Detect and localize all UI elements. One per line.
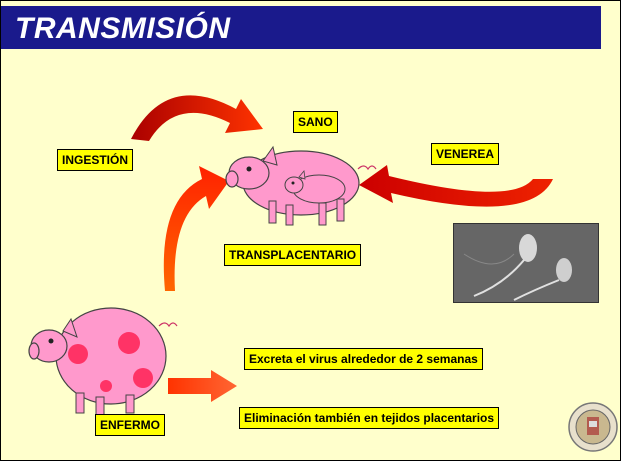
arrow-transplacentario (163, 166, 229, 291)
microscope-photo (453, 223, 599, 303)
pig-sick-icon (28, 307, 178, 416)
pig-healthy-icon (225, 145, 377, 226)
label-eliminacion: Eliminación también en tejidos placentar… (239, 407, 500, 429)
label-ingestion: INGESTIÓN (57, 149, 134, 171)
microscope-image-icon (454, 224, 598, 302)
arrow-ingestion (131, 95, 263, 141)
label-sano: SANO (293, 111, 338, 133)
label-enfermo: ENFERMO (95, 414, 165, 436)
label-venerea: VENEREA (431, 143, 500, 165)
label-excreta: Excreta el virus alrededor de 2 semanas (244, 348, 483, 370)
institution-seal-icon (567, 401, 619, 453)
arrow-excreta (168, 370, 237, 402)
title-bar: TRANSMISIÓN (1, 6, 601, 49)
slide-title: TRANSMISIÓN (15, 12, 231, 45)
label-transplacentario: TRANSPLACENTARIO (224, 244, 362, 266)
arrow-venerea (359, 165, 553, 207)
